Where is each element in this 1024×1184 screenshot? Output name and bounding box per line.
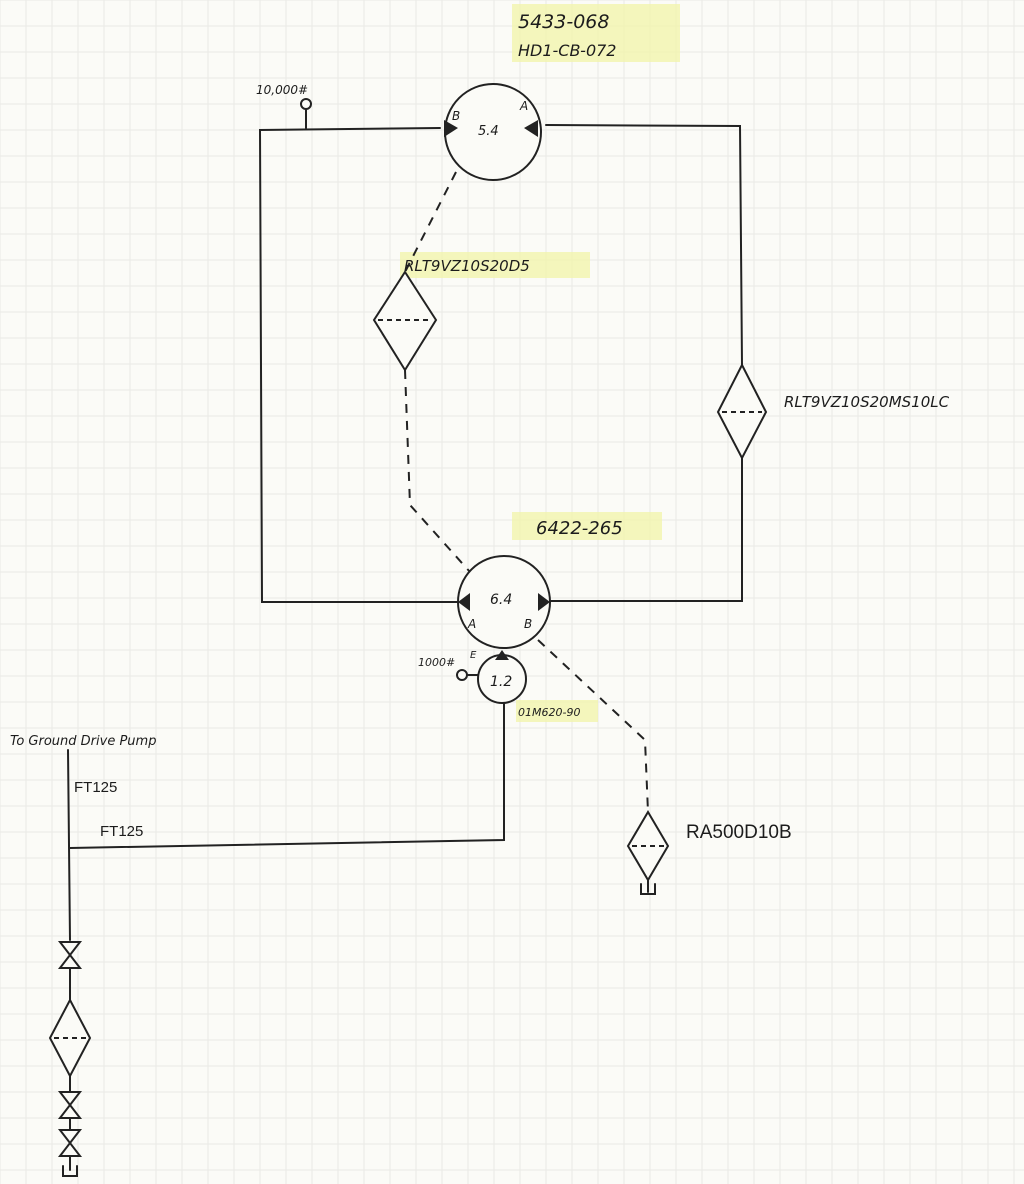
gauge-bottom-icon: [456, 669, 468, 681]
pump-port-a-arrow: [458, 593, 470, 611]
gauge-top-label: 10,000#: [256, 83, 308, 97]
ground-drive-line: [67, 749, 71, 941]
motor-top-port-b-arrow: [444, 120, 458, 137]
gauge-top-icon: [300, 98, 312, 110]
motor-top-label: 5.4: [478, 124, 499, 139]
pump-port-b-arrow: [538, 593, 550, 611]
loop-right-lower-line: [547, 457, 743, 602]
hose-horizontal-label: FT125: [100, 823, 143, 840]
pump-label: 6.4: [490, 592, 512, 608]
ground-drive-label: To Ground Drive Pump: [10, 734, 156, 749]
hose-vertical-label: FT125: [74, 779, 117, 796]
motor-top-port-b-label: B: [452, 109, 460, 123]
loop-right-upper-line: [545, 124, 743, 366]
drain-line-top: [404, 171, 457, 273]
charge-pump-part-number: 01M620-90: [518, 706, 580, 719]
title-highlight: [512, 4, 680, 62]
pump-port-a-label: A: [467, 617, 476, 631]
title-part-number: 5433-068: [518, 11, 609, 33]
motor-top-port-a-label: A: [519, 99, 528, 113]
loop-left-line: [258, 127, 461, 603]
motor-top-port-a-arrow: [524, 120, 538, 137]
filter-left-label: RLT9VZ10S20D5: [404, 257, 530, 275]
filter-left-highlight: [400, 252, 590, 278]
title-subpart-number: HD1-CB-072: [518, 41, 616, 60]
gauge-bottom-e-label: E: [470, 650, 477, 661]
pump-part-highlight: [512, 512, 662, 540]
valve-lower-icon: [57, 1129, 83, 1157]
suction-strainer-icon: [62, 1155, 78, 1177]
suction-line: [69, 702, 505, 849]
charge-pump-arrow: [495, 650, 509, 660]
valve-middle-icon: [57, 1091, 83, 1119]
pump-port-b-label: B: [524, 617, 532, 631]
drain-line-bottom: [537, 639, 649, 813]
charge-pump-label: 1.2: [490, 674, 512, 690]
drain-line-middle: [404, 369, 471, 573]
charge-part-highlight: [516, 700, 598, 722]
gauge-bottom-label: 1000#: [418, 656, 455, 669]
valve-upper-icon: [57, 941, 83, 969]
reservoir-filter-label: RA500D10B: [686, 822, 792, 843]
filter-right-label: RLT9VZ10S20MS10LC: [784, 393, 950, 411]
return-tank-icon: [640, 879, 656, 895]
pump-part-number: 6422-265: [536, 518, 623, 539]
